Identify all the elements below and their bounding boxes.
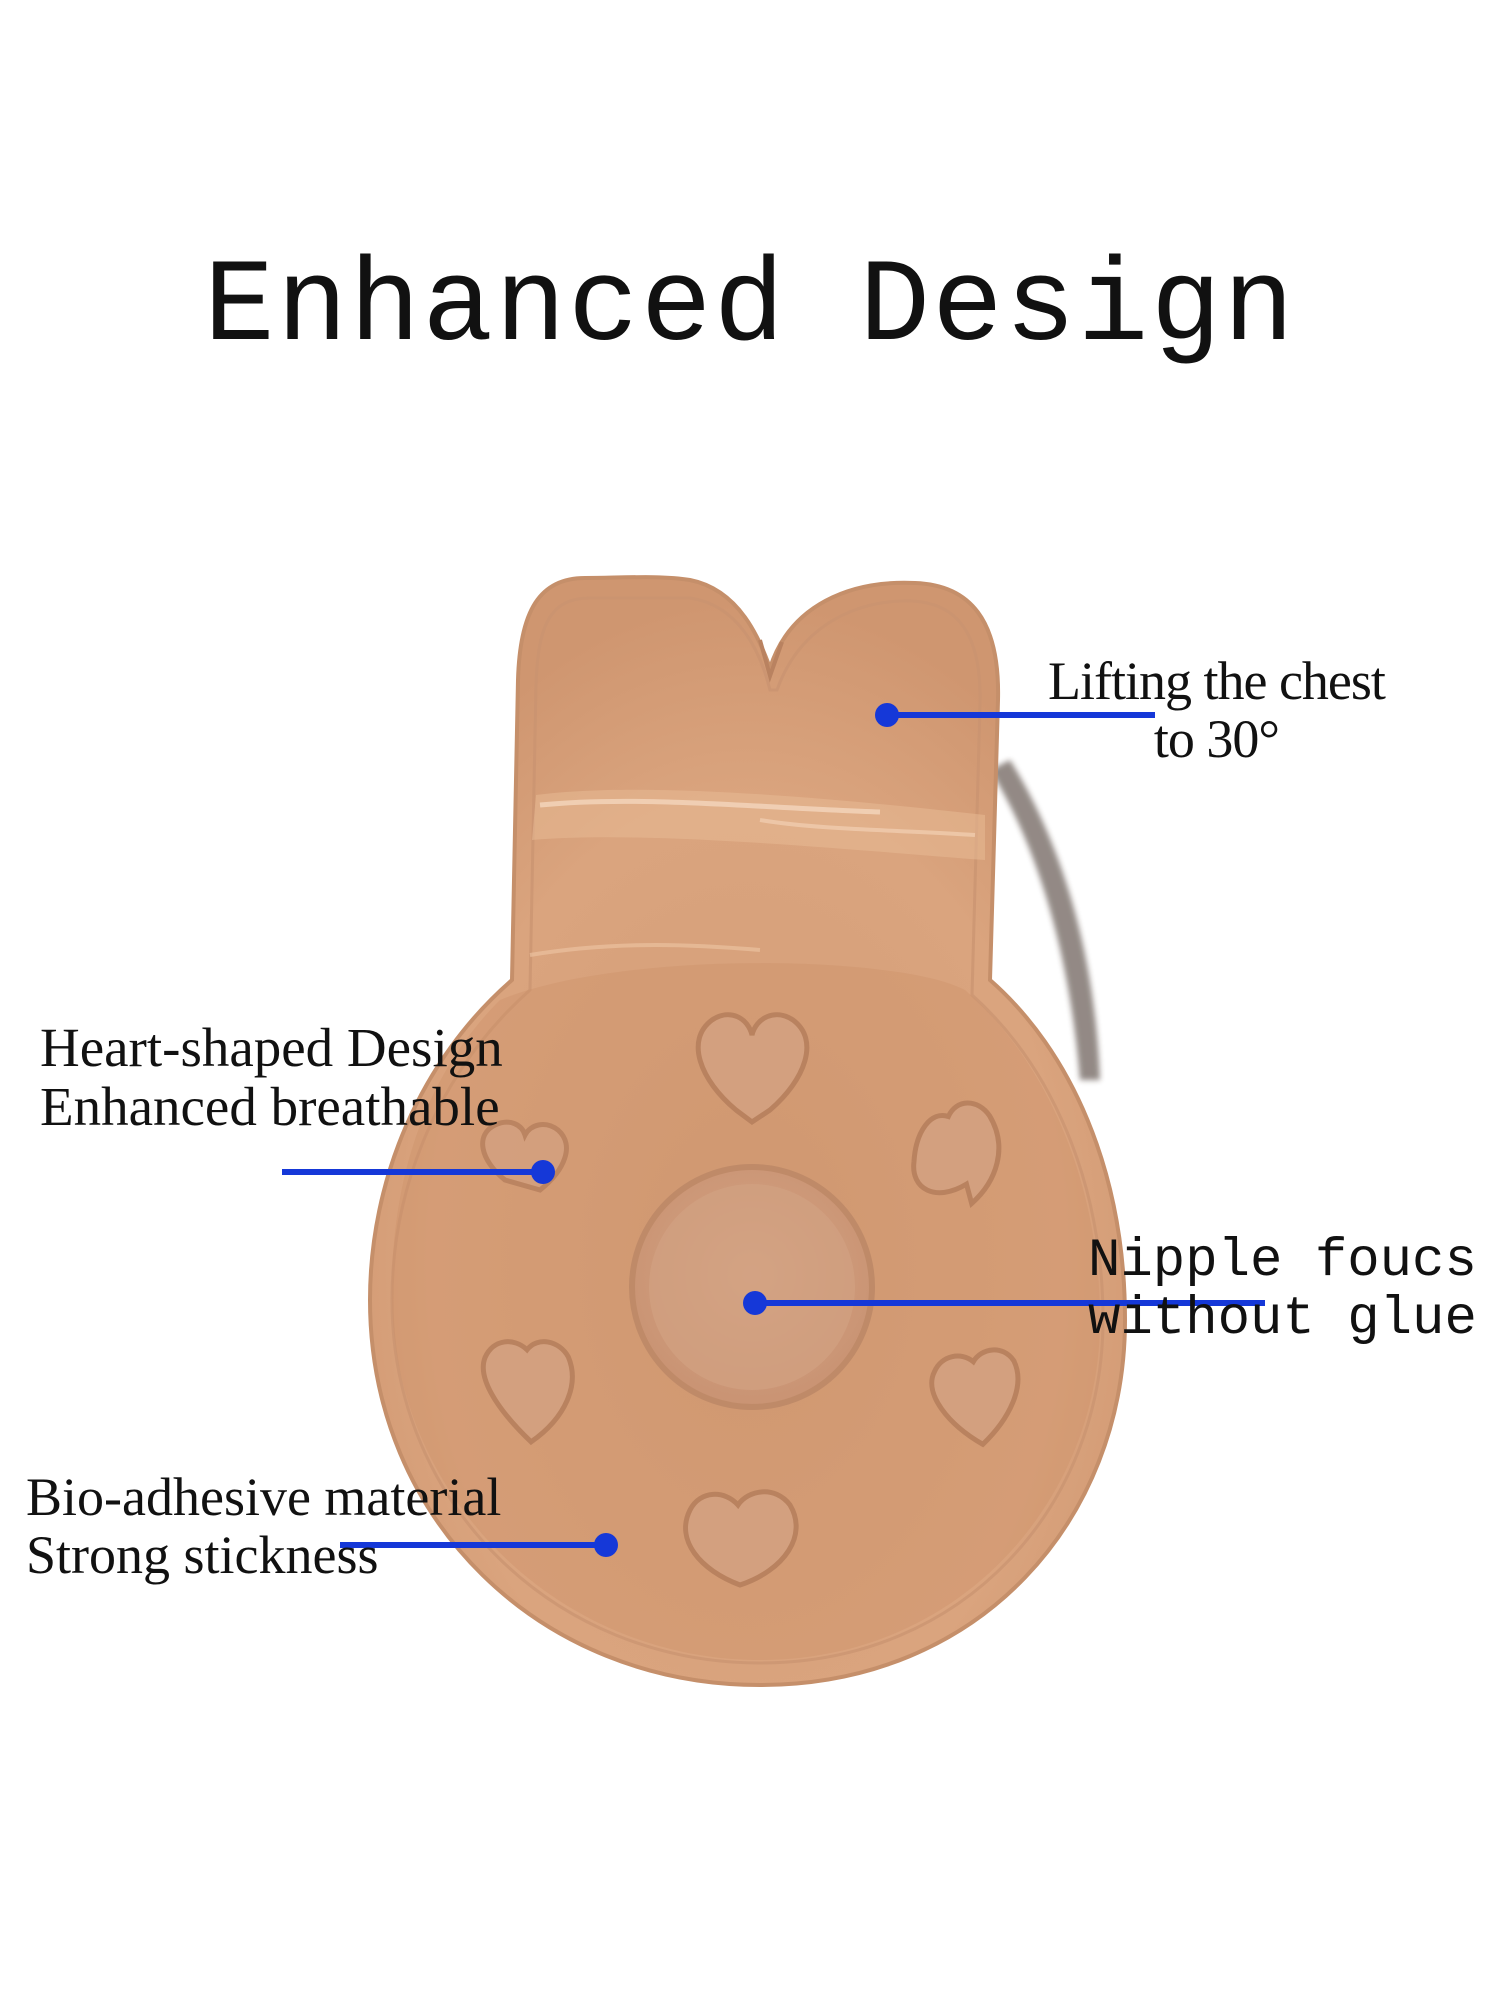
label-heart-shaped-design: Heart-shaped Design Enhanced breathable <box>40 1018 503 1137</box>
heart-vent-lower-left <box>480 1339 575 1446</box>
label-heart-line1: Heart-shaped Design <box>40 1017 503 1078</box>
label-lifting-line1: Lifting the chest <box>1048 651 1386 711</box>
page-title: Enhanced Design <box>203 242 1297 375</box>
heart-vent-top <box>695 1012 810 1126</box>
label-lifting-line2: to 30° <box>1153 709 1280 770</box>
label-nipple-line1: Nipple foucs <box>1088 1231 1477 1292</box>
label-nipple-focus: Nipple foucs without glue <box>1088 1231 1477 1351</box>
label-nipple-line2: without glue <box>1088 1289 1477 1351</box>
label-bio-line1: Bio-adhesive material <box>26 1467 502 1527</box>
heart-vent-bottom <box>683 1489 799 1588</box>
heart-vent-upper-right <box>911 1100 1002 1209</box>
label-bio-line2: Strong stickness <box>26 1525 379 1586</box>
heart-vent-lower-right <box>929 1347 1021 1448</box>
label-lifting-chest: Lifting the chest to 30° <box>1048 651 1386 770</box>
label-bio-adhesive: Bio-adhesive material Strong stickness <box>26 1468 501 1585</box>
label-heart-line2: Enhanced breathable <box>40 1076 500 1138</box>
